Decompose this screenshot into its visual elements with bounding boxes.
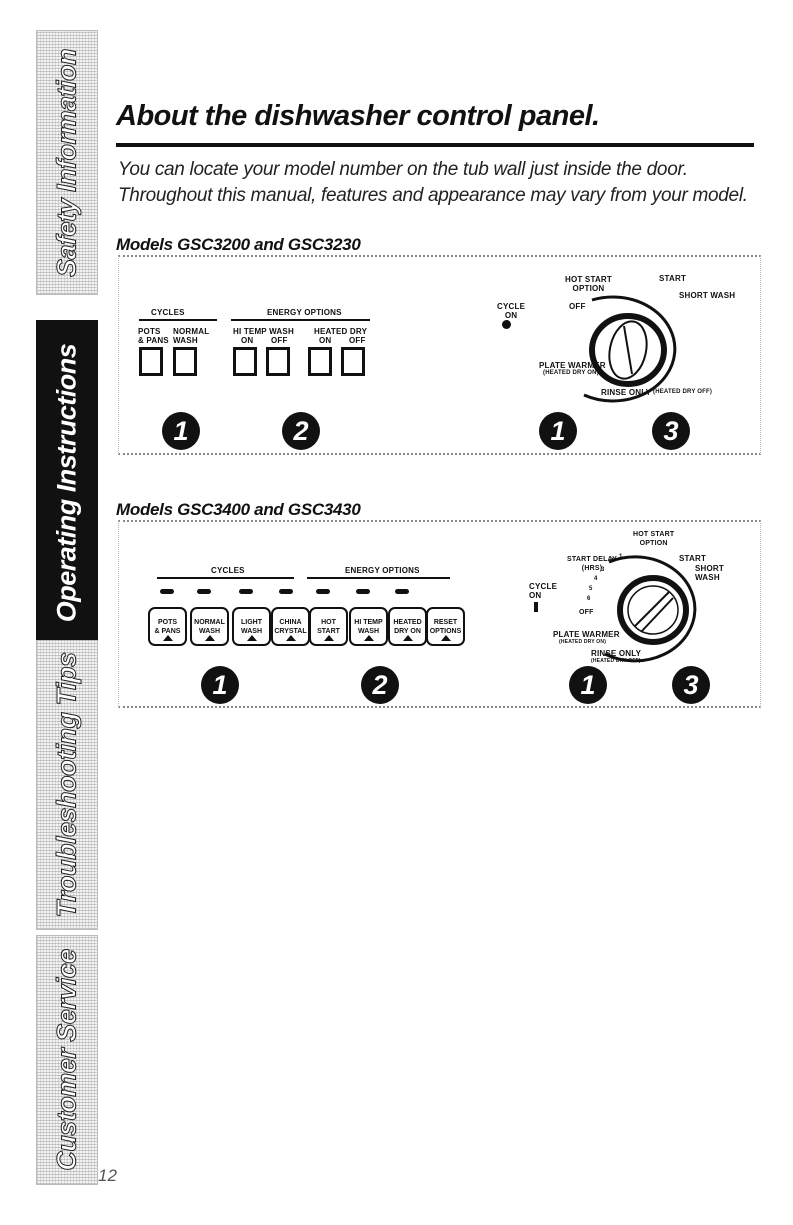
short-wash-label: SHORT WASH <box>679 291 736 300</box>
hi-temp-on-label: ON <box>241 336 254 345</box>
callout-2: 2 <box>361 666 399 704</box>
callout-3: 3 <box>652 412 690 450</box>
start-label: START <box>659 274 687 283</box>
tab-label: Troubleshooting Tips <box>51 652 82 918</box>
energy-options-label: ENERGY OPTIONS <box>345 566 420 575</box>
title-rule <box>116 143 754 147</box>
heated-dry-off-label: OFF <box>349 336 366 345</box>
start-delay-label: START DELAY (HRS) <box>567 556 618 572</box>
cycles-label: CYCLES <box>151 308 185 317</box>
callout-1: 1 <box>162 412 200 450</box>
tab-customer-service[interactable]: Customer Service <box>36 935 98 1185</box>
led-indicator <box>197 589 211 594</box>
heated-dry-on-button[interactable]: HEATED DRY ON <box>388 607 427 646</box>
side-tabs: Safety Information Operating Instruction… <box>36 30 98 1185</box>
plate-warmer-note: (HEATED DRY ON) <box>559 639 607 645</box>
delay-4-label: 4 <box>594 576 598 582</box>
start-label: START <box>679 554 707 563</box>
off-label: OFF <box>579 609 594 616</box>
hot-start-option-label: HOT START OPTION <box>633 531 675 547</box>
off-label: OFF <box>569 302 586 311</box>
page-number: 12 <box>98 1166 117 1185</box>
tab-safety-information[interactable]: Safety Information <box>36 30 98 295</box>
pots-pans-button[interactable]: POTS & PANS <box>148 607 187 646</box>
led-indicator <box>160 589 174 594</box>
heated-dry-off-button[interactable] <box>341 347 365 376</box>
rinse-only-note: (HEATED DRY OFF) <box>591 658 641 664</box>
section-heading-gsc3400: Models GSC3400 and GSC3430 <box>116 500 361 519</box>
cycles-rule <box>139 319 217 321</box>
delay-2-label: 2 <box>610 558 614 564</box>
hot-start-option-label: HOT START OPTION <box>565 275 612 293</box>
led-indicator <box>239 589 253 594</box>
cycle-on-label: CYCLE ON <box>497 302 526 320</box>
callout-3: 3 <box>672 666 710 704</box>
cycles-label: CYCLES <box>211 566 245 575</box>
pots-pans-button[interactable] <box>139 347 163 376</box>
energy-options-label: ENERGY OPTIONS <box>267 308 342 317</box>
callout-1: 1 <box>201 666 239 704</box>
light-wash-button[interactable]: LIGHT WASH <box>232 607 271 646</box>
page-title: About the dishwasher control panel. <box>116 100 600 132</box>
intro-line-1: You can locate your model number on the … <box>118 159 688 180</box>
plate-warmer-label: PLATE WARMER <box>553 630 620 639</box>
rinse-only-note: (HEATED DRY OFF) <box>653 389 713 395</box>
section-heading-gsc3200: Models GSC3200 and GSC3230 <box>116 235 361 254</box>
energy-options-rule <box>307 577 450 579</box>
tab-label: Customer Service <box>51 949 82 1172</box>
led-indicator <box>356 589 370 594</box>
intro-line-2: Throughout this manual, features and app… <box>118 185 748 206</box>
short-wash-label: SHORT WASH <box>695 564 724 582</box>
normal-wash-label: NORMAL WASH <box>173 327 210 345</box>
cycle-on-label: CYCLE ON <box>529 582 558 600</box>
rinse-only-label: RINSE ONLY <box>601 388 652 397</box>
cycle-dial-icon[interactable] <box>579 552 709 664</box>
delay-3-label: 3 <box>601 567 605 573</box>
hi-temp-off-label: OFF <box>271 336 288 345</box>
pots-pans-label: POTS & PANS <box>138 327 169 345</box>
reset-options-button[interactable]: RESET OPTIONS <box>426 607 465 646</box>
led-indicator <box>316 589 330 594</box>
tab-operating-instructions[interactable]: Operating Instructions <box>36 320 98 645</box>
china-crystal-button[interactable]: CHINA CRYSTAL <box>271 607 310 646</box>
tab-label: Operating Instructions <box>51 343 82 622</box>
tab-troubleshooting-tips[interactable]: Troubleshooting Tips <box>36 640 98 930</box>
energy-options-rule <box>231 319 370 321</box>
hi-temp-wash-button[interactable]: HI TEMP WASH <box>349 607 388 646</box>
intro-text: You can locate your model number on the … <box>118 157 768 209</box>
normal-wash-button[interactable] <box>173 347 197 376</box>
cycle-dial-icon[interactable] <box>554 295 684 405</box>
normal-wash-button[interactable]: NORMAL WASH <box>190 607 229 646</box>
plate-warmer-label: PLATE WARMER <box>539 361 606 370</box>
heated-dry-on-button[interactable] <box>308 347 332 376</box>
heated-dry-on-label: ON <box>319 336 332 345</box>
cycle-on-indicator <box>502 320 511 329</box>
delay-1-label: 1 <box>619 554 623 560</box>
delay-6-label: 6 <box>587 596 591 602</box>
callout-1: 1 <box>539 412 577 450</box>
hi-temp-wash-on-button[interactable] <box>233 347 257 376</box>
control-panel-gsc3200: CYCLES ENERGY OPTIONS POTS & PANS NORMAL… <box>118 255 761 455</box>
hi-temp-wash-off-button[interactable] <box>266 347 290 376</box>
led-indicator <box>395 589 409 594</box>
tab-label: Safety Information <box>51 48 82 277</box>
cycles-rule <box>157 577 294 579</box>
plate-warmer-note: (HEATED DRY ON) <box>543 370 599 376</box>
delay-5-label: 5 <box>589 586 593 592</box>
callout-1: 1 <box>569 666 607 704</box>
rinse-only-label: RINSE ONLY <box>591 649 642 658</box>
heated-dry-label: HEATED DRY <box>314 327 368 336</box>
control-panel-gsc3400: CYCLES ENERGY OPTIONS POTS & PANS NORMAL… <box>118 520 761 708</box>
cycle-on-indicator <box>534 602 538 612</box>
hi-temp-wash-label: HI TEMP WASH <box>233 327 294 336</box>
callout-2: 2 <box>282 412 320 450</box>
led-indicator <box>279 589 293 594</box>
hot-start-button[interactable]: HOT START <box>309 607 348 646</box>
